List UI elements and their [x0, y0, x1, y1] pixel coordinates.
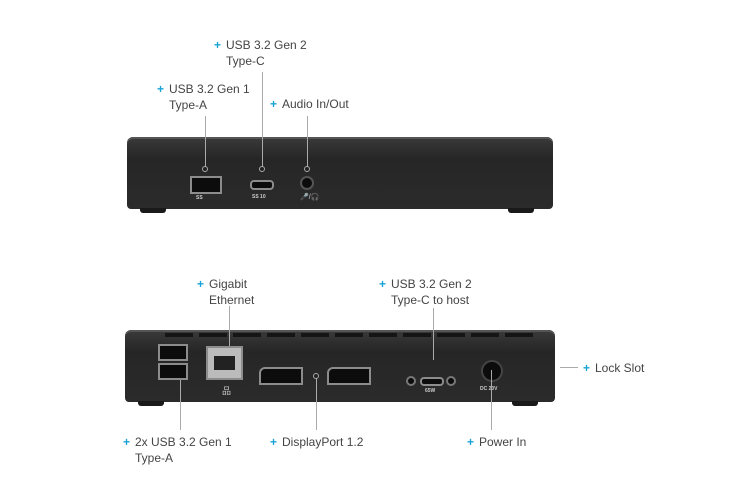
usb-a-port [190, 176, 222, 194]
label-lock-slot: +Lock Slot [583, 361, 645, 375]
65w-marking: 65W [425, 388, 436, 394]
displayport-2 [327, 367, 371, 385]
dc-power-jack [481, 360, 503, 382]
ethernet-port [206, 346, 243, 380]
displayport-1 [259, 367, 303, 385]
ss-marking: SS [196, 195, 203, 201]
dock-front-body [127, 137, 553, 209]
label-displayport: +DisplayPort 1.2 [270, 435, 364, 449]
screw-hole [446, 376, 456, 386]
foot [508, 208, 534, 213]
dc-marking: DC 20V [480, 386, 498, 392]
usb-c-port [250, 180, 274, 190]
audio-jack [300, 176, 314, 190]
foot [138, 401, 164, 406]
headset-icon: 🎤/🎧 [300, 194, 320, 201]
foot [512, 401, 538, 406]
usb-a-port-1 [158, 344, 188, 361]
foot [140, 208, 166, 213]
ss10-marking: SS 10 [252, 194, 266, 200]
network-icon: 品 [222, 386, 232, 396]
screw-hole [406, 376, 416, 386]
label-power-in: +Power In [467, 435, 527, 449]
usb-c-host-port [420, 377, 444, 386]
label-audio: +Audio In/Out [270, 97, 349, 111]
usb-a-port-2 [158, 363, 188, 380]
